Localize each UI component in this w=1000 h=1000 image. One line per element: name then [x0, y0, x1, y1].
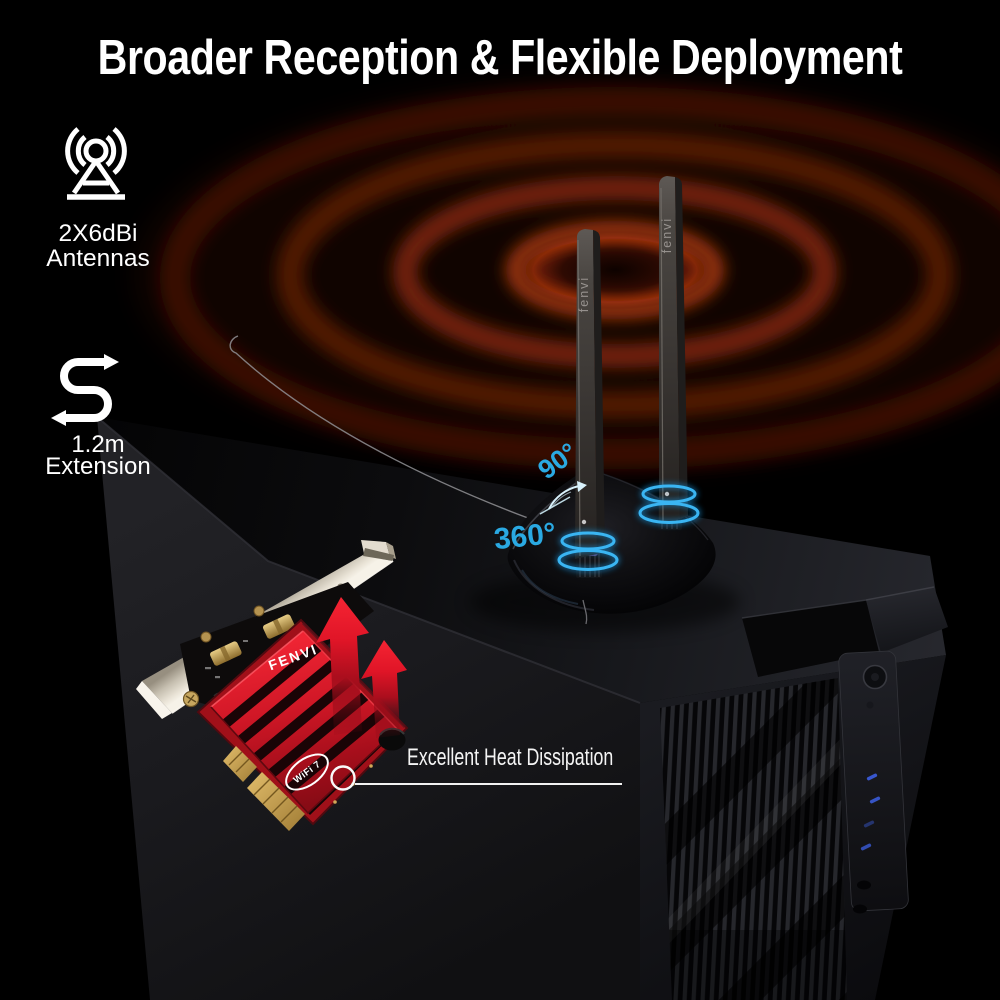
feature-extension: 1.2m Extension — [8, 431, 188, 480]
extension-cable — [229, 335, 529, 519]
heat-callout-marker — [330, 765, 622, 791]
feature-extension-line2: Extension — [45, 453, 151, 480]
antenna-signal-icon — [65, 127, 127, 200]
feature-antennas: 2X6dBi Antennas — [8, 221, 188, 271]
antenna-left-brand: fenvi — [577, 275, 591, 313]
pcie-gold-fingers — [223, 746, 305, 831]
rotation-rings — [556, 483, 701, 573]
fold-angle-arrow-icon — [539, 481, 587, 515]
heat-arrows — [316, 597, 407, 738]
sma-connectors — [200, 605, 295, 666]
signal-waves — [135, 80, 1000, 470]
base-rotation-label: 360° — [492, 516, 558, 557]
feature-antennas-line1: 2X6dBi — [58, 220, 138, 247]
heat-callout-label: Excellent Heat Dissipation — [407, 744, 614, 771]
tower-port-strip — [838, 650, 909, 914]
feature-extension-line1: 1.2m — [71, 431, 125, 458]
extension-arrow-icon — [51, 354, 119, 426]
antenna-right-brand: fenvi — [660, 216, 674, 254]
page-title: Broader Reception & Flexible Deployment — [97, 31, 903, 85]
tower-vents — [660, 678, 847, 1000]
usb-led-indicators — [860, 773, 881, 851]
feature-antennas-line2: Antennas — [46, 245, 150, 272]
